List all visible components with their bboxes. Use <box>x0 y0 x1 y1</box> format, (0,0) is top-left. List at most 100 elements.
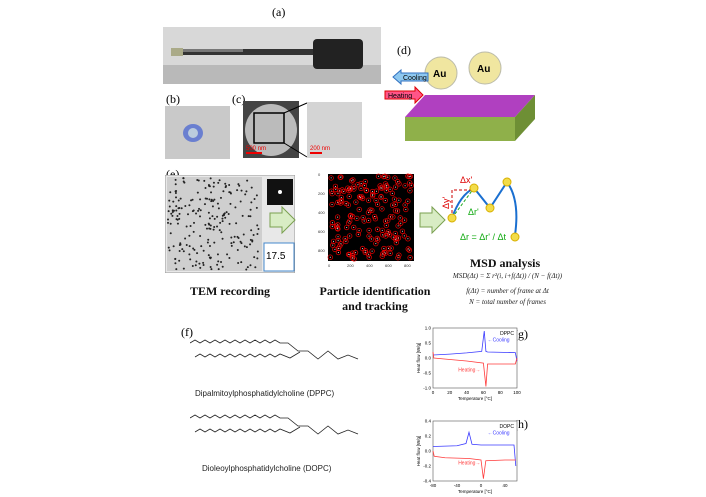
tracked-particle-ring <box>406 247 413 253</box>
tracked-particle <box>377 203 379 205</box>
tracked-particle-ring <box>335 199 341 206</box>
tracked-particle <box>337 236 339 238</box>
particle-dot <box>250 186 253 189</box>
tracked-particle <box>353 226 355 228</box>
tracked-particle <box>385 235 387 237</box>
particle-dot <box>178 259 181 262</box>
particle-dot <box>249 264 252 267</box>
tracked-particle-ring <box>347 233 353 239</box>
particle-dot <box>174 183 177 186</box>
msd-formula: MSD(Δt) = Σ r²(i, i+f(Δt)) / (N − f(Δt)) <box>452 272 563 280</box>
particle-dot <box>202 264 205 267</box>
tracked-particle <box>374 215 376 217</box>
particle-dot <box>208 217 211 220</box>
tracked-particle-ring <box>355 231 361 238</box>
cooling-arrow <box>392 68 429 86</box>
tracked-particle-ring <box>374 201 381 207</box>
tracked-particle <box>331 204 333 206</box>
tracked-particle <box>337 248 339 250</box>
particle-dot <box>208 198 211 201</box>
tracked-particle-ring <box>351 186 357 192</box>
particle-dot <box>174 258 177 261</box>
tracked-particle-ring <box>349 178 355 184</box>
tracked-particle-ring <box>405 198 411 204</box>
tracked-particle-ring <box>401 233 407 239</box>
tracked-particle-ring <box>379 206 385 212</box>
tracked-particle <box>340 243 342 245</box>
y-tick-label: -0.4 <box>423 479 431 484</box>
tracked-particle-ring <box>369 248 375 254</box>
grid-photo <box>165 106 230 159</box>
tracked-particle <box>368 256 370 258</box>
tracked-particle-ring <box>387 250 393 256</box>
tracked-particle <box>351 257 353 259</box>
x-tick-label: 40 <box>464 390 470 395</box>
tracked-particle-ring <box>332 183 339 190</box>
tracked-particle-ring <box>351 224 357 231</box>
particle-dot <box>221 265 224 268</box>
tracked-particle-ring <box>347 218 353 224</box>
tracked-particle <box>387 247 389 249</box>
particle-dot <box>175 196 178 199</box>
tracked-particle <box>380 187 382 189</box>
tracked-particle-ring <box>373 188 380 194</box>
particle-dot <box>208 184 211 187</box>
tracked-particle <box>368 219 370 221</box>
tracked-particle-ring <box>369 188 376 195</box>
tracked-particle-ring <box>361 182 368 189</box>
tracked-particle <box>394 232 396 234</box>
tracked-particle-ring <box>338 194 344 201</box>
au-label-1: Au <box>433 69 446 80</box>
tracked-particle-ring <box>374 235 380 242</box>
tracked-particle-ring <box>378 185 384 191</box>
tracked-particle <box>384 175 386 177</box>
x-tick-label: 800 <box>404 263 411 268</box>
particle-dot <box>216 225 219 228</box>
particle-dot <box>221 237 224 240</box>
particle-dot <box>210 191 213 194</box>
tracked-particle-ring <box>352 249 359 256</box>
tracked-particle-ring <box>349 255 356 261</box>
tracked-particle <box>405 208 407 210</box>
tracked-particle <box>370 238 372 240</box>
particle-dot <box>253 198 256 201</box>
tracked-particle-ring <box>338 200 344 206</box>
tracked-particle <box>357 184 359 186</box>
tracked-particle-ring <box>380 251 386 257</box>
tracked-particle <box>333 240 335 242</box>
tracked-particle <box>340 200 342 202</box>
particle-dot <box>255 206 258 209</box>
particle-dot <box>182 250 185 253</box>
tracked-particle-ring <box>346 193 352 200</box>
x-tick-label: 80 <box>498 390 504 395</box>
tracked-particle-ring <box>332 246 338 253</box>
plot-area <box>432 420 518 482</box>
particle-dot <box>240 261 243 264</box>
particle-dot <box>228 222 231 225</box>
particle-dot <box>174 190 177 193</box>
tracked-particle-ring <box>338 241 344 247</box>
particle-dot <box>238 184 241 187</box>
y-tick-label: 0.0 <box>425 449 432 454</box>
tracked-particle <box>334 185 336 187</box>
tracked-particle-ring <box>329 190 335 197</box>
n-definition: N = total number of frames <box>469 298 546 306</box>
tracked-particle-ring <box>385 229 391 235</box>
tracked-particle <box>407 248 409 250</box>
tracked-particle <box>386 186 388 188</box>
tracked-particle <box>392 236 394 238</box>
particle-dot <box>202 261 205 264</box>
tracked-particle <box>404 185 406 187</box>
series-line-heating <box>432 351 518 387</box>
y-tick-label: -0.2 <box>423 464 431 469</box>
tracked-particle-ring <box>399 228 406 234</box>
x-tick-label: -40 <box>454 483 461 488</box>
particle-dot <box>230 236 233 239</box>
particle-dot <box>182 267 185 270</box>
tracked-particle <box>375 200 377 202</box>
tracked-particle-ring <box>347 213 353 219</box>
particle-dot <box>212 228 215 231</box>
tracked-particle-ring <box>358 185 364 191</box>
tracked-particle-ring <box>388 245 394 251</box>
